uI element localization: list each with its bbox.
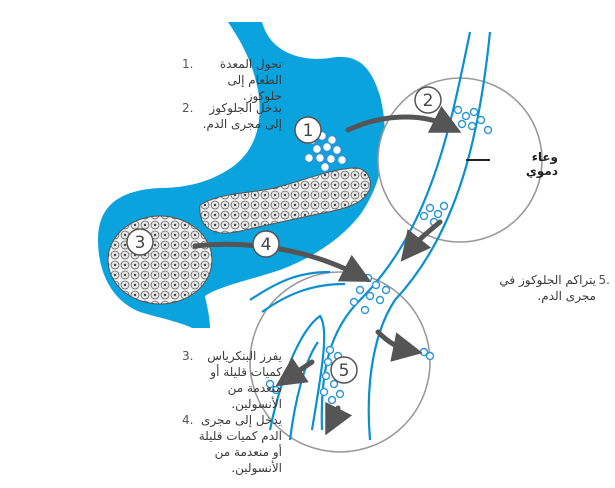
step-5-number: 5.	[599, 272, 610, 288]
step-5-text: يتراكم الجلوكوز في مجرى الدم.	[468, 272, 596, 304]
badge-4: 4	[253, 231, 279, 257]
badge-1: 1	[295, 117, 321, 143]
step-3-text: يفرز البنكرياس كميات قليلة أو منعدمة من …	[182, 348, 282, 412]
step-2: 2. يدخل الجلوكوز إلى مجرى الدم.	[182, 100, 282, 132]
vessel-label-text: وعاء دموي	[526, 150, 558, 178]
step-4: 4. يدخل إلى مجرى الدم كميات قليلة أو منع…	[182, 412, 282, 476]
step-2-text: يدخل الجلوكوز إلى مجرى الدم.	[182, 100, 282, 132]
step-2-number: 2.	[182, 100, 193, 116]
badge-4-label: 4	[261, 235, 272, 255]
step-1-number: 1.	[182, 56, 193, 72]
badge-3-label: 3	[135, 233, 146, 253]
badge-5: 5	[331, 357, 357, 383]
badge-2-label: 2	[423, 91, 434, 111]
badge-1-label: 1	[303, 121, 314, 141]
badge-3: 3	[127, 229, 153, 255]
step-4-number: 4.	[182, 412, 193, 428]
step-1-text: تحول المعدة الطعام إلى جلوكوز.	[182, 56, 282, 104]
step-3-number: 3.	[182, 348, 193, 364]
badge-2: 2	[415, 87, 441, 113]
badge-5-label: 5	[339, 361, 350, 381]
step-5: 5. يتراكم الجلوكوز في مجرى الدم.	[468, 272, 596, 304]
step-3: 3. يفرز البنكرياس كميات قليلة أو منعدمة …	[182, 348, 282, 412]
step-1: 1. تحول المعدة الطعام إلى جلوكوز.	[182, 56, 282, 104]
vessel-label: وعاء دموي	[498, 150, 558, 178]
step-4-text: يدخل إلى مجرى الدم كميات قليلة أو منعدمة…	[182, 412, 282, 476]
